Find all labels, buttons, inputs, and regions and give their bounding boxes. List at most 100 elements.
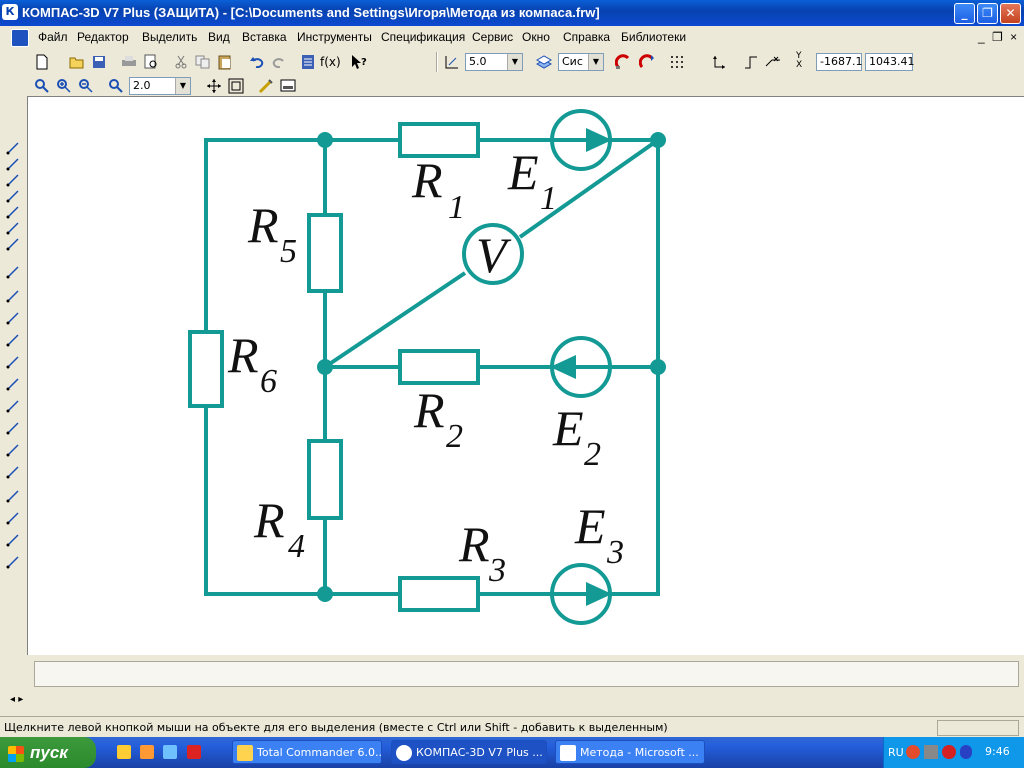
voltmeter[interactable] bbox=[462, 223, 524, 285]
zoom-combo[interactable]: 2.0▼ bbox=[129, 77, 191, 95]
minimize-button[interactable]: _ bbox=[954, 3, 975, 24]
tool-polygon-icon[interactable] bbox=[5, 510, 21, 526]
menu-select[interactable]: Выделить bbox=[142, 30, 198, 44]
copy-icon[interactable] bbox=[194, 53, 212, 71]
display-mode-icon[interactable] bbox=[279, 77, 297, 95]
language-indicator[interactable]: RU bbox=[888, 746, 904, 759]
tool-geometry-icon[interactable] bbox=[5, 140, 21, 156]
coord-y-value: 1043.41 bbox=[869, 55, 915, 68]
layer-icon[interactable] bbox=[535, 53, 553, 71]
quicklaunch-icon-3[interactable] bbox=[163, 745, 177, 759]
tool-equidistant-icon[interactable] bbox=[5, 554, 21, 570]
magnet-icon[interactable] bbox=[638, 53, 656, 71]
tray-icon-4[interactable] bbox=[960, 745, 972, 759]
tray-icon-3[interactable] bbox=[942, 745, 956, 759]
menu-help[interactable]: Справка bbox=[563, 30, 611, 44]
resistor-r2[interactable] bbox=[398, 349, 480, 385]
coord-y-field[interactable]: 1043.41 bbox=[865, 53, 915, 71]
step-combo[interactable]: 5.0▼ bbox=[465, 53, 523, 71]
task-word[interactable]: Метода - Microsoft ... bbox=[555, 740, 705, 764]
tool-hatch-icon[interactable] bbox=[5, 532, 21, 548]
undo-icon[interactable] bbox=[248, 53, 266, 71]
function-button[interactable]: f(x) bbox=[320, 55, 341, 69]
zoom-in-icon[interactable] bbox=[55, 77, 73, 95]
resistor-r3[interactable] bbox=[398, 576, 480, 612]
grid-icon[interactable] bbox=[668, 53, 686, 71]
round-icon[interactable] bbox=[764, 53, 782, 71]
resistor-r1[interactable] bbox=[398, 122, 480, 158]
coord-system-combo[interactable]: Сис▼ bbox=[558, 53, 604, 71]
menu-service[interactable]: Сервис bbox=[472, 30, 514, 44]
label-r6: R bbox=[227, 327, 259, 383]
tool-arc-icon[interactable] bbox=[5, 354, 21, 370]
tool-circle-icon[interactable] bbox=[5, 332, 21, 348]
local-cs-icon[interactable] bbox=[710, 53, 728, 71]
step-icon[interactable] bbox=[443, 53, 461, 71]
maximize-button[interactable]: ❐ bbox=[977, 3, 998, 24]
tool-parametrization-icon[interactable] bbox=[5, 204, 21, 220]
redo-icon[interactable] bbox=[270, 53, 288, 71]
task-kompas[interactable]: КОМПАС-3D V7 Plus ... bbox=[391, 740, 547, 764]
kompas-app-icon[interactable]: К bbox=[2, 4, 18, 20]
menu-view[interactable]: Вид bbox=[208, 30, 230, 44]
new-document-icon[interactable] bbox=[33, 53, 51, 71]
tool-select-icon[interactable] bbox=[5, 236, 21, 252]
document-icon[interactable] bbox=[11, 29, 29, 47]
tool-fillet-icon[interactable] bbox=[5, 464, 21, 480]
menu-specification[interactable]: Спецификация bbox=[381, 30, 466, 44]
open-folder-icon[interactable] bbox=[68, 53, 86, 71]
tray-icon-1[interactable] bbox=[906, 745, 920, 759]
resistor-r4[interactable] bbox=[307, 439, 343, 520]
tool-symbols-icon[interactable] bbox=[5, 172, 21, 188]
quicklaunch-icon-4[interactable] bbox=[187, 745, 201, 759]
tool-spline-icon[interactable] bbox=[5, 398, 21, 414]
tool-dimensions-icon[interactable] bbox=[5, 156, 21, 172]
tool-ellipse-icon[interactable] bbox=[5, 376, 21, 392]
zoom-scale-icon[interactable] bbox=[107, 77, 125, 95]
document-window-controls[interactable]: _ ❐ × bbox=[978, 30, 1020, 44]
quicklaunch-icon-2[interactable] bbox=[140, 745, 154, 759]
tool-chamfer-icon[interactable] bbox=[5, 442, 21, 458]
coord-x-field[interactable]: -1687.1 bbox=[816, 53, 862, 71]
snap-icon[interactable] bbox=[614, 53, 632, 71]
zoom-window-icon[interactable] bbox=[33, 77, 51, 95]
specification-icon[interactable] bbox=[299, 53, 317, 71]
menu-file[interactable]: Файл bbox=[38, 30, 68, 44]
resistor-r5[interactable] bbox=[307, 213, 343, 293]
drawing-canvas[interactable]: R 1 R 2 R 3 R 4 R 5 R 6 E 1 E 2 E 3 V bbox=[27, 96, 1024, 655]
zoom-out-icon[interactable] bbox=[77, 77, 95, 95]
menu-tools[interactable]: Инструменты bbox=[297, 30, 372, 44]
pan-icon[interactable] bbox=[205, 77, 223, 95]
task-total-commander[interactable]: Total Commander 6.0... bbox=[232, 740, 382, 764]
cut-icon[interactable] bbox=[172, 53, 190, 71]
title-bar[interactable]: К КОМПАС-3D V7 Plus (ЗАЩИТА) - [C:\Docum… bbox=[0, 0, 1024, 26]
menu-insert[interactable]: Вставка bbox=[242, 30, 287, 44]
start-button[interactable]: пуск bbox=[0, 737, 96, 768]
tool-point-icon[interactable] bbox=[5, 264, 21, 280]
tool-segment-icon[interactable] bbox=[5, 310, 21, 326]
print-preview-icon[interactable] bbox=[142, 53, 160, 71]
show-all-icon[interactable] bbox=[227, 77, 245, 95]
property-field[interactable] bbox=[34, 661, 1019, 687]
save-icon[interactable] bbox=[90, 53, 108, 71]
label-e1-sub: 1 bbox=[540, 180, 557, 217]
close-button[interactable]: ✕ bbox=[1000, 3, 1021, 24]
paste-icon[interactable] bbox=[216, 53, 234, 71]
print-icon[interactable] bbox=[120, 53, 138, 71]
menu-window[interactable]: Окно bbox=[522, 30, 550, 44]
refresh-icon[interactable] bbox=[257, 77, 275, 95]
menu-libraries[interactable]: Библиотеки bbox=[621, 30, 687, 44]
resistor-r6[interactable] bbox=[188, 330, 224, 408]
help-cursor-icon[interactable]: ? bbox=[350, 53, 368, 71]
quicklaunch-icon-1[interactable] bbox=[117, 745, 131, 759]
label-e2-sub: 2 bbox=[584, 436, 601, 473]
tool-measure-icon[interactable] bbox=[5, 220, 21, 236]
tool-rectangle-icon[interactable] bbox=[5, 488, 21, 504]
menu-editor[interactable]: Редактор bbox=[77, 30, 129, 44]
tool-edit-icon[interactable] bbox=[5, 188, 21, 204]
panel-scroll-arrows[interactable]: ◂ ▸ bbox=[10, 694, 24, 705]
tray-network-icon[interactable] bbox=[924, 745, 938, 759]
tool-line-icon[interactable] bbox=[5, 288, 21, 304]
tool-bezier-icon[interactable] bbox=[5, 420, 21, 436]
ortho-icon[interactable] bbox=[742, 53, 760, 71]
